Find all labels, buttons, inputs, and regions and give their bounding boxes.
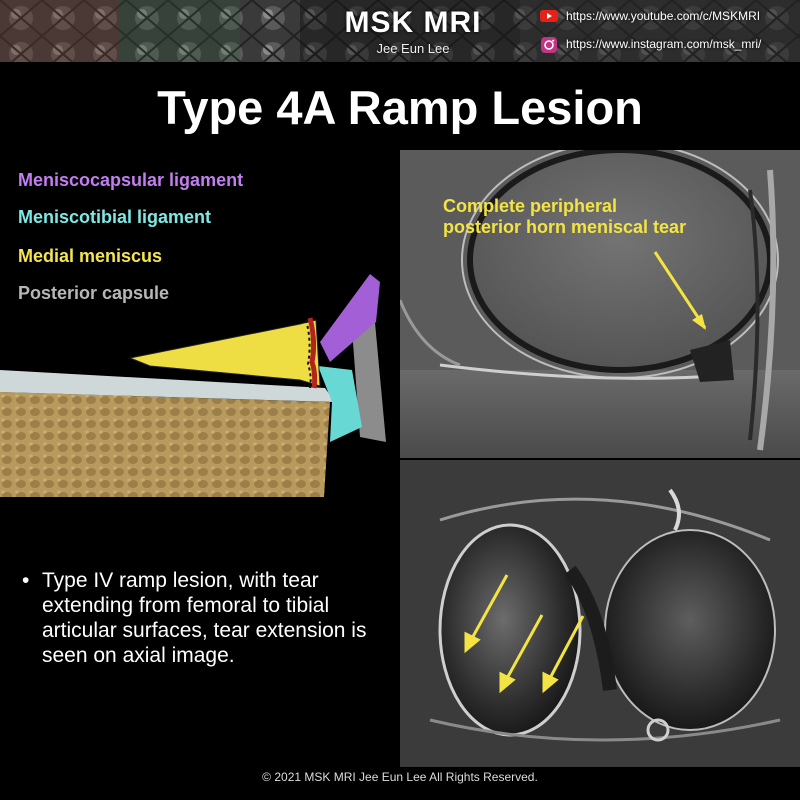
brand-subtitle: Jee Eun Lee bbox=[376, 41, 450, 56]
slide-title: Type 4A Ramp Lesion bbox=[157, 81, 643, 134]
annotation-arrow bbox=[468, 574, 509, 643]
meniscocapsular-ligament-shape bbox=[320, 274, 380, 362]
youtube-icon bbox=[540, 9, 558, 23]
annotation-line-1: Complete peripheral bbox=[443, 196, 618, 216]
sagittal-mri-image bbox=[400, 150, 800, 458]
axial-arrows bbox=[464, 574, 585, 694]
bullet-text: Type IV ramp lesion, with tear extending… bbox=[42, 569, 367, 667]
annotation-line-2: posterior horn meniscal tear bbox=[443, 217, 687, 237]
annotation-arrow bbox=[503, 614, 544, 683]
mri-annotation: Complete peripheral posterior horn menis… bbox=[443, 196, 763, 238]
instagram-link[interactable]: https://www.instagram.com/msk_mri/ bbox=[540, 34, 761, 54]
tibia-bone-shape bbox=[0, 392, 330, 497]
anatomy-diagram bbox=[0, 274, 386, 497]
legend-medial-meniscus: Medial meniscus bbox=[18, 246, 163, 266]
legend-posterior-capsule: Posterior capsule bbox=[18, 283, 170, 303]
banner-mosaic bbox=[0, 0, 800, 62]
youtube-url: https://www.youtube.com/c/MSKMRI bbox=[566, 9, 761, 23]
tibial-cartilage-shape bbox=[0, 370, 335, 402]
bullet-point: • Type IV ramp lesion, with tear extendi… bbox=[22, 568, 372, 668]
annotation-arrow bbox=[546, 615, 585, 683]
axial-mri-image bbox=[400, 460, 800, 767]
annotation-arrow bbox=[653, 251, 707, 329]
copyright-footer: © 2021 MSK MRI Jee Eun Lee All Rights Re… bbox=[262, 770, 538, 784]
instagram-icon bbox=[540, 37, 558, 53]
meniscotibial-ligament-shape bbox=[318, 366, 362, 442]
legend-meniscocapsular: Meniscocapsular ligament bbox=[18, 170, 244, 190]
brand-title: MSK MRI bbox=[344, 6, 482, 39]
youtube-link[interactable]: https://www.youtube.com/c/MSKMRI bbox=[540, 6, 760, 26]
instagram-url: https://www.instagram.com/msk_mri/ bbox=[566, 37, 762, 51]
meniscal-tear-mark bbox=[307, 317, 318, 389]
legend-meniscotibial: Meniscotibial ligament bbox=[18, 207, 212, 227]
medial-meniscus-shape bbox=[128, 319, 321, 387]
bullet-dot-icon: • bbox=[22, 569, 30, 592]
header-banner: MSK MRI Jee Eun Lee https://www.youtube.… bbox=[0, 0, 800, 62]
